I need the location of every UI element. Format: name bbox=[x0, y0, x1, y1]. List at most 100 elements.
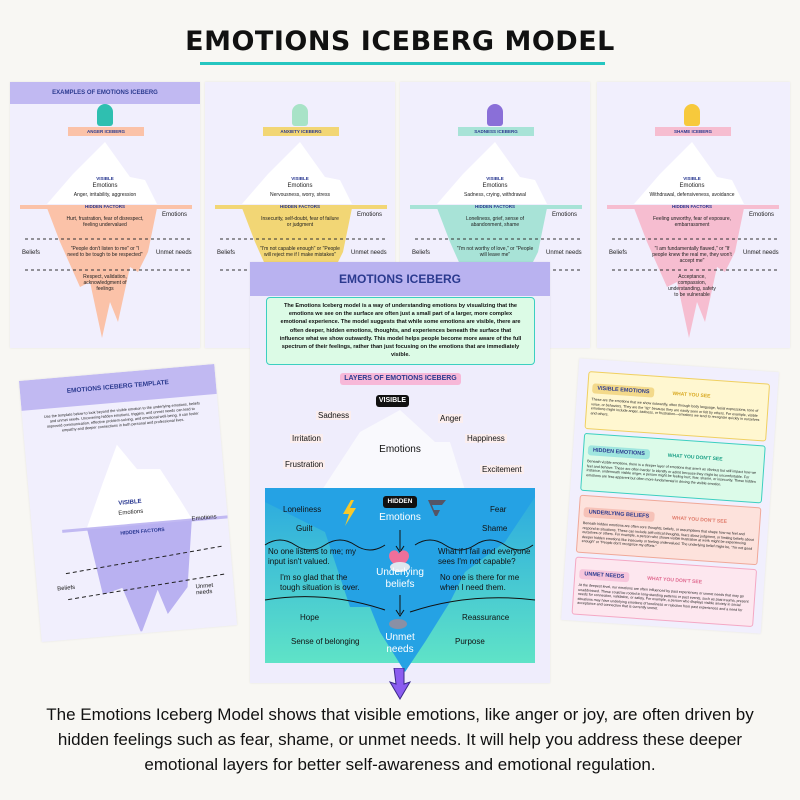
hidden-emotions-text: Feeling unworthy, fear of exposure, emba… bbox=[652, 216, 731, 228]
unmet-needs-center: Unmet needs bbox=[385, 632, 415, 655]
beliefs-text: "I'm not worthy of love," or "People wil… bbox=[456, 246, 534, 258]
side-needs-label: Unmet needs bbox=[743, 250, 779, 256]
side-beliefs-label: Beliefs bbox=[412, 250, 431, 256]
layer-text: Beneath hidden emotions are often core t… bbox=[581, 520, 754, 551]
page-title: EMOTIONS ICEBERG MODEL bbox=[185, 26, 615, 57]
belief-text: I'm so glad that the tough situation is … bbox=[280, 573, 360, 592]
needs-text: Respect, validation, acknowledgment of f… bbox=[83, 274, 127, 292]
emotions-label: Emotions bbox=[287, 183, 313, 189]
tornado-icon bbox=[428, 500, 446, 516]
emotions-label: Emotions bbox=[679, 183, 705, 189]
cloud-icon bbox=[390, 562, 410, 572]
character-avatar-icon bbox=[97, 104, 113, 126]
rain-cloud-icon bbox=[389, 619, 407, 629]
hidden-tag: HIDDEN bbox=[383, 496, 417, 508]
iceberg-underwater bbox=[265, 488, 535, 672]
hidden-emotion-word: Guilt bbox=[296, 524, 313, 533]
main-card: EMOTIONS ICEBERG The Emotions Iceberg mo… bbox=[250, 262, 550, 683]
visible-emotions-text: Withdrawal, defensiveness, avoidance bbox=[649, 192, 735, 198]
hidden-emotion-word: Fear bbox=[490, 505, 507, 514]
beliefs-text: "People don't listen to me" or "I need t… bbox=[67, 246, 143, 258]
layer-title: VISIBLE EMOTIONS bbox=[591, 383, 655, 398]
layer-tag: WHAT YOU SEE bbox=[672, 390, 711, 400]
side-emotions-label: Emotions bbox=[552, 212, 578, 218]
iceberg-name: ANGER ICEBERG bbox=[68, 127, 144, 136]
iceberg-shape bbox=[607, 142, 779, 338]
visible-label: VISIBLE bbox=[96, 176, 114, 181]
visible-tag: VISIBLE bbox=[376, 395, 409, 407]
layer-title: UNDERLYING BELIEFS bbox=[583, 507, 655, 522]
unmet-need-word: Hope bbox=[300, 613, 320, 622]
visible-emotion-word: Excitement bbox=[480, 465, 524, 474]
iceberg-graphic bbox=[264, 410, 536, 672]
side-needs-label: Unmet needs bbox=[156, 250, 192, 256]
hidden-factors-label: HIDDEN FACTORS bbox=[672, 204, 712, 209]
layer-title: UNMET NEEDS bbox=[578, 568, 630, 583]
emotions-label: Emotions bbox=[482, 183, 508, 189]
iceberg-name: ANXIETY ICEBERG bbox=[263, 127, 339, 136]
title-underline bbox=[200, 62, 605, 65]
side-emotions-label: Emotions bbox=[162, 212, 188, 218]
purple-arrow-icon bbox=[388, 668, 412, 700]
hidden-emotions-text: Loneliness, grief, sense of abandonment,… bbox=[465, 216, 525, 228]
belief-text: No one listens to me; my input isn't val… bbox=[268, 547, 357, 566]
layer-text: At the deepest level, our emotions are o… bbox=[577, 582, 749, 613]
side-emotions-label: Emotions bbox=[357, 212, 383, 218]
hidden-emotions-text: Insecurity, self-doubt, fear of failure … bbox=[261, 216, 339, 228]
beliefs-text: "I am fundamentally flawed," or "If peop… bbox=[652, 246, 732, 264]
visible-emotion-word: Frustration bbox=[283, 460, 326, 469]
visible-label: VISIBLE bbox=[683, 176, 701, 181]
example-card: EXAMPLES OF EMOTIONS ICEBERG ANGER ICEBE… bbox=[10, 82, 200, 348]
character-avatar-icon bbox=[487, 104, 503, 126]
visible-label: VISIBLE bbox=[486, 176, 504, 181]
unmet-need-word: Sense of belonging bbox=[291, 637, 360, 646]
examples-header: EXAMPLES OF EMOTIONS ICEBERG bbox=[10, 82, 200, 104]
hidden-emotion-word: Shame bbox=[482, 524, 508, 533]
character-avatar-icon bbox=[292, 104, 308, 126]
side-beliefs-label: Beliefs bbox=[609, 250, 628, 256]
template-card: EMOTIONS ICEBERG TEMPLATE Use the templa… bbox=[18, 363, 238, 643]
template-iceberg bbox=[62, 444, 228, 634]
side-needs-label: Unmet needs bbox=[351, 250, 387, 256]
visible-emotion-word: Anger bbox=[438, 414, 464, 423]
layer-text: These are the emotions that we show outw… bbox=[590, 397, 760, 423]
layer-text: Beneath visible emotions, there is a dee… bbox=[586, 459, 757, 487]
layer-title: HIDDEN EMOTIONS bbox=[587, 445, 651, 460]
bottom-description: The Emotions Iceberg Model shows that vi… bbox=[46, 705, 754, 774]
lightning-icon bbox=[343, 500, 356, 526]
needs-text: Acceptance, compassion, understanding, s… bbox=[668, 274, 716, 298]
hidden-factors-label: HIDDEN FACTORS bbox=[280, 204, 320, 209]
hidden-factors-label: HIDDEN FACTORS bbox=[85, 204, 125, 209]
beliefs-text: "I'm not capable enough" or "People will… bbox=[260, 246, 340, 258]
iceberg-tip bbox=[322, 410, 465, 490]
template-side-needs: Unmet needs bbox=[195, 582, 214, 597]
unmet-need-word: Reassurance bbox=[462, 613, 510, 622]
example-card: SHAME ICEBERG VISIBLE Emotions Withdrawa… bbox=[597, 82, 790, 348]
hidden-factors-label: HIDDEN FACTORS bbox=[475, 204, 515, 209]
iceberg-name: SADNESS ICEBERG bbox=[458, 127, 534, 136]
visible-label: VISIBLE bbox=[291, 176, 309, 181]
layer-tag: WHAT YOU DON'T SEE bbox=[667, 452, 723, 463]
visible-emotions-center: Emotions bbox=[379, 444, 421, 455]
layer-tag: WHAT YOU DON'T SEE bbox=[671, 515, 728, 526]
wave-line bbox=[264, 596, 536, 613]
belief-text: No one is there for me when I need them. bbox=[440, 573, 520, 592]
iceberg-name: SHAME ICEBERG bbox=[655, 127, 731, 136]
side-beliefs-label: Beliefs bbox=[217, 250, 236, 256]
wave-line bbox=[414, 539, 534, 551]
visible-emotion-word: Happiness bbox=[465, 434, 507, 443]
layer-tag: WHAT YOU DON'T SEE bbox=[647, 575, 703, 586]
underlying-beliefs-center: Underlying beliefs bbox=[376, 567, 424, 590]
visible-emotion-word: Irritation bbox=[290, 434, 323, 443]
iceberg-shape bbox=[20, 142, 192, 338]
side-needs-label: Unmet needs bbox=[546, 250, 582, 256]
side-beliefs-label: Beliefs bbox=[22, 250, 41, 256]
side-emotions-label: Emotions bbox=[749, 212, 775, 218]
hidden-emotion-word: Loneliness bbox=[283, 505, 322, 514]
character-avatar-icon bbox=[684, 104, 700, 126]
